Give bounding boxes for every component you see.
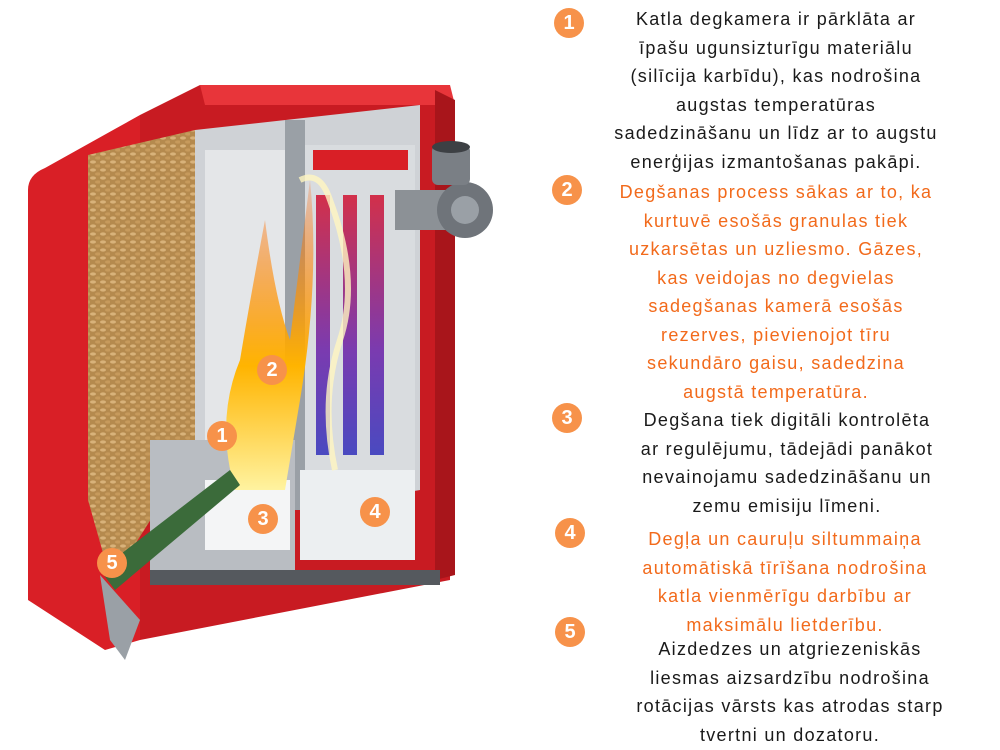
item-badge-3: 3 bbox=[552, 403, 582, 433]
item-text-1: Katla degkamera ir pārklāta ar īpašu ugu… bbox=[576, 5, 976, 176]
text-line: nevainojamu sadedzināšanu un bbox=[642, 467, 932, 487]
flame bbox=[226, 180, 314, 490]
item-badge-1: 1 bbox=[554, 8, 584, 38]
text-line: Degļa un cauruļu siltummaiņa bbox=[648, 529, 922, 549]
text-line: Degšanas process sākas ar to, ka bbox=[619, 182, 933, 202]
text-line: ar regulējumu, tādejādi panākot bbox=[640, 438, 934, 459]
text-line: enerģijas izmantošanas pakāpi. bbox=[630, 151, 922, 172]
item-text-3: Degšana tiek digitāli kontrolēta ar regu… bbox=[587, 406, 987, 520]
text-line: īpašu ugunsizturīgu materiālu bbox=[639, 37, 913, 58]
text-line: uzkarsētas un uzliesmo. Gāzes, bbox=[628, 239, 924, 259]
item-text-4: Degļa un cauruļu siltummaiņa automātiskā… bbox=[585, 525, 985, 639]
text-line: augstā temperatūra. bbox=[683, 381, 869, 402]
diagram-badge-3: 3 bbox=[248, 504, 278, 534]
auger-feeder bbox=[100, 470, 240, 590]
text-line: rezerves, pievienojot tīru bbox=[661, 324, 891, 345]
text-line: sadedzināšanu un līdz ar to augstu bbox=[614, 123, 938, 143]
text-line: sekundāro gaisu, sadedzina bbox=[647, 353, 905, 373]
text-line: katla vienmērīgu darbību ar bbox=[657, 586, 913, 606]
text-line: sadegšanas kamerā esošās bbox=[648, 296, 904, 316]
text-line: liesmas aizsardzību nodrošina bbox=[650, 667, 930, 688]
item-text-2: Degšanas process sākas ar to, ka kurtuvē… bbox=[576, 178, 976, 406]
text-line: Degšana tiek digitāli kontrolēta bbox=[643, 410, 931, 430]
text-line: rotācijas vārsts kas atrodas starp bbox=[636, 696, 944, 716]
exhaust-fan bbox=[395, 141, 493, 238]
text-line: kurtuvē esošās granulas tiek bbox=[643, 210, 909, 231]
text-line: kas veidojas no degvielas bbox=[657, 267, 895, 288]
item-text-5: Aizdedzes un atgriezeniskās liesmas aizs… bbox=[590, 635, 990, 749]
diagram-badge-2: 2 bbox=[257, 355, 287, 385]
text-line: tvertni un dozatoru. bbox=[699, 724, 881, 745]
flue-gas-swirl bbox=[298, 174, 351, 471]
diagram-badge-5: 5 bbox=[97, 548, 127, 578]
text-line: Aizdedzes un atgriezeniskās bbox=[658, 639, 922, 659]
rotary-valve bbox=[100, 575, 140, 660]
text-line: zemu emisiju līmeni. bbox=[692, 495, 882, 516]
diagram-badge-1: 1 bbox=[207, 421, 237, 451]
text-line: (silīcija karbīdu), kas nodrošina bbox=[630, 66, 922, 86]
text-line: automātiskā tīrīšana nodrošina bbox=[642, 557, 928, 578]
diagram-badge-4: 4 bbox=[360, 497, 390, 527]
text-line: Katla degkamera ir pārklāta ar bbox=[635, 9, 917, 29]
item-badge-2: 2 bbox=[552, 175, 582, 205]
item-badge-4: 4 bbox=[555, 518, 585, 548]
text-line: maksimālu lietderību. bbox=[686, 614, 884, 635]
item-badge-5: 5 bbox=[555, 617, 585, 647]
text-line: augstas temperatūras bbox=[675, 94, 877, 115]
